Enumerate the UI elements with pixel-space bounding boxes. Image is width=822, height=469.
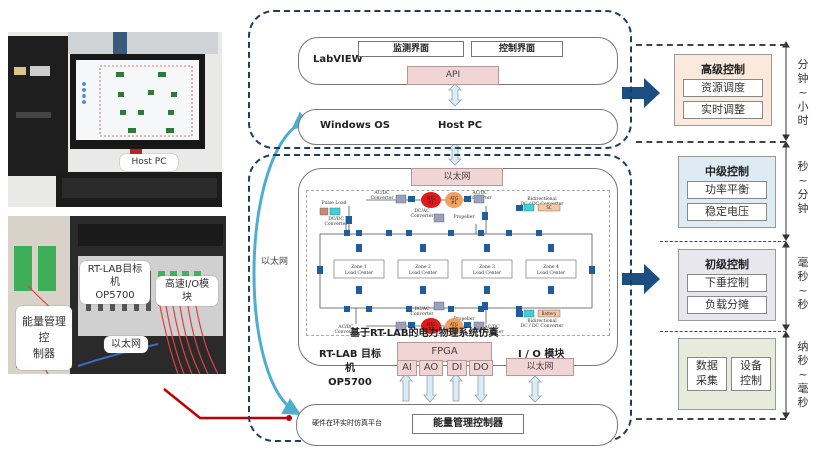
level-device-item-2: 设备 控制	[731, 357, 771, 391]
svg-text:AC/DC: AC/DC	[337, 324, 354, 330]
level-high-box: 高级控制 资源调度 实时调整	[674, 54, 772, 126]
simulation-area	[306, 190, 610, 336]
svg-text:Bidirectional: Bidirectional	[527, 318, 557, 324]
svg-text:Converter: Converter	[410, 311, 434, 317]
svg-text:DC/DC: DC/DC	[328, 216, 344, 222]
timescale-device: 纳秒~毫秒	[797, 340, 809, 409]
arrow-low-level	[622, 264, 660, 294]
svg-text:MTG: MTG	[427, 322, 436, 327]
level-high-title: 高级控制	[701, 63, 745, 76]
windows-os-label: Windows OS	[320, 120, 390, 131]
svg-text:DC / DC Converter: DC / DC Converter	[521, 323, 565, 329]
level-high-item-2: 实时调整	[683, 101, 763, 119]
svg-text:ATG: ATG	[450, 322, 458, 327]
svg-text:AC/DC: AC/DC	[373, 190, 390, 196]
level-primary-box: 初级控制 下垂控制 负载分摊	[678, 249, 776, 321]
svg-text:AC/DC: AC/DC	[483, 324, 500, 330]
level-primary-title: 初级控制	[705, 258, 749, 271]
svg-text:Propeller: Propeller	[453, 316, 475, 322]
monitor-ui-box: 监测界面	[358, 41, 464, 57]
level-primary-item-1: 下垂控制	[687, 274, 767, 292]
double-arrows	[399, 83, 542, 403]
svg-text:#2: #2	[428, 326, 434, 331]
host-pc-photo: Host PC	[8, 32, 222, 207]
ethernet-link-label: 以太网	[261, 257, 289, 267]
zone-1-label: Zone 1	[351, 264, 367, 270]
svg-text:Converter: Converter	[334, 329, 358, 334]
channel-ai: AI	[397, 360, 417, 376]
timescale-primary: 毫秒~秒	[797, 256, 809, 311]
ethernet-top-box: 以太网	[411, 168, 503, 186]
labview-label: LabVIEW	[313, 54, 363, 65]
io-module-callout: 高速I/O模块	[156, 276, 218, 306]
rtlab-hardware-photo: RT-LAB目标机 OP5700 高速I/O模块 能量管理控 制器 以太网	[8, 216, 226, 374]
ethernet-link-curve	[252, 111, 311, 415]
svg-text:AC/DC: AC/DC	[471, 190, 488, 196]
level-primary-item-2: 负载分摊	[687, 296, 767, 314]
control-ui-box: 控制界面	[471, 41, 563, 57]
host-pc-callout: Host PC	[120, 154, 178, 171]
sc-label: SC	[546, 205, 552, 210]
level-mid-item-2: 稳定电压	[687, 203, 767, 221]
channel-ao: AO	[419, 360, 443, 376]
channel-do: DO	[469, 360, 493, 376]
timescale-mid: 秒~分钟	[797, 160, 809, 215]
zone-2-label: Zone 2	[415, 264, 431, 270]
level-mid-title: 中级控制	[705, 165, 749, 178]
host-pc-label: Host PC	[438, 120, 483, 131]
level-mid-item-1: 功率平衡	[687, 181, 767, 199]
arrow-high-level	[622, 78, 660, 108]
timescale-high: 分钟~小时	[797, 58, 809, 127]
svg-text:Propeller: Propeller	[453, 214, 475, 220]
channel-di: DI	[447, 360, 467, 376]
svg-text:MTG: MTG	[427, 196, 436, 201]
svg-text:DC/AC: DC/AC	[414, 208, 430, 214]
simulation-caption: 基于RT-LAB的电力物理系统仿真	[350, 328, 499, 339]
svg-text:Load Center: Load Center	[473, 270, 502, 276]
io-ethernet-box: 以太网	[506, 358, 574, 376]
zone-3-label: Zone 3	[479, 264, 495, 270]
zone-4-label: Zone 4	[543, 264, 559, 270]
svg-text:Bidirectional: Bidirectional	[527, 196, 557, 202]
svg-text:Pulse Load: Pulse Load	[321, 200, 346, 206]
svg-text:Converter: Converter	[324, 221, 348, 227]
svg-text:Converter: Converter	[370, 195, 394, 201]
svg-text:Load Center: Load Center	[537, 270, 566, 276]
svg-text:Load Center: Load Center	[345, 270, 374, 276]
fpga-box: FPGA	[397, 342, 492, 362]
load-centers	[333, 259, 577, 279]
svg-text:#2: #2	[451, 326, 457, 331]
level-device-item-1: 数据 采集	[687, 357, 727, 391]
generators	[421, 192, 463, 334]
svg-text:#1: #1	[451, 200, 457, 205]
ethernet-callout: 以太网	[104, 336, 148, 353]
svg-text:DC/AC: DC/AC	[414, 306, 430, 312]
svg-text:Converter: Converter	[480, 329, 504, 334]
rtlab-callout: RT-LAB目标机 OP5700	[80, 261, 150, 304]
host-frame	[248, 10, 632, 149]
battery-label: Battery	[542, 311, 557, 316]
svg-text:Converter: Converter	[410, 213, 434, 219]
level-high-item-1: 资源调度	[683, 79, 763, 97]
svg-text:Load Center: Load Center	[409, 270, 438, 276]
level-mid-box: 中级控制 功率平衡 稳定电压	[678, 156, 776, 228]
io-module-label: I / O 模块	[518, 349, 565, 360]
rtlab-target-label: RT-LAB 目标机 OP5700	[319, 349, 381, 388]
energy-controller-callout: 能量管理控 制器	[16, 306, 72, 370]
energy-controller-box: 能量管理控制器	[412, 414, 524, 434]
svg-text:ATG: ATG	[450, 196, 458, 201]
windows-os-pill	[298, 109, 618, 145]
api-box: API	[407, 66, 499, 85]
svg-text:#1: #1	[428, 200, 434, 205]
hil-platform-label: 硬件在环实时仿真平台	[312, 419, 382, 427]
level-device-box: 数据 采集 设备 控制	[678, 338, 776, 410]
